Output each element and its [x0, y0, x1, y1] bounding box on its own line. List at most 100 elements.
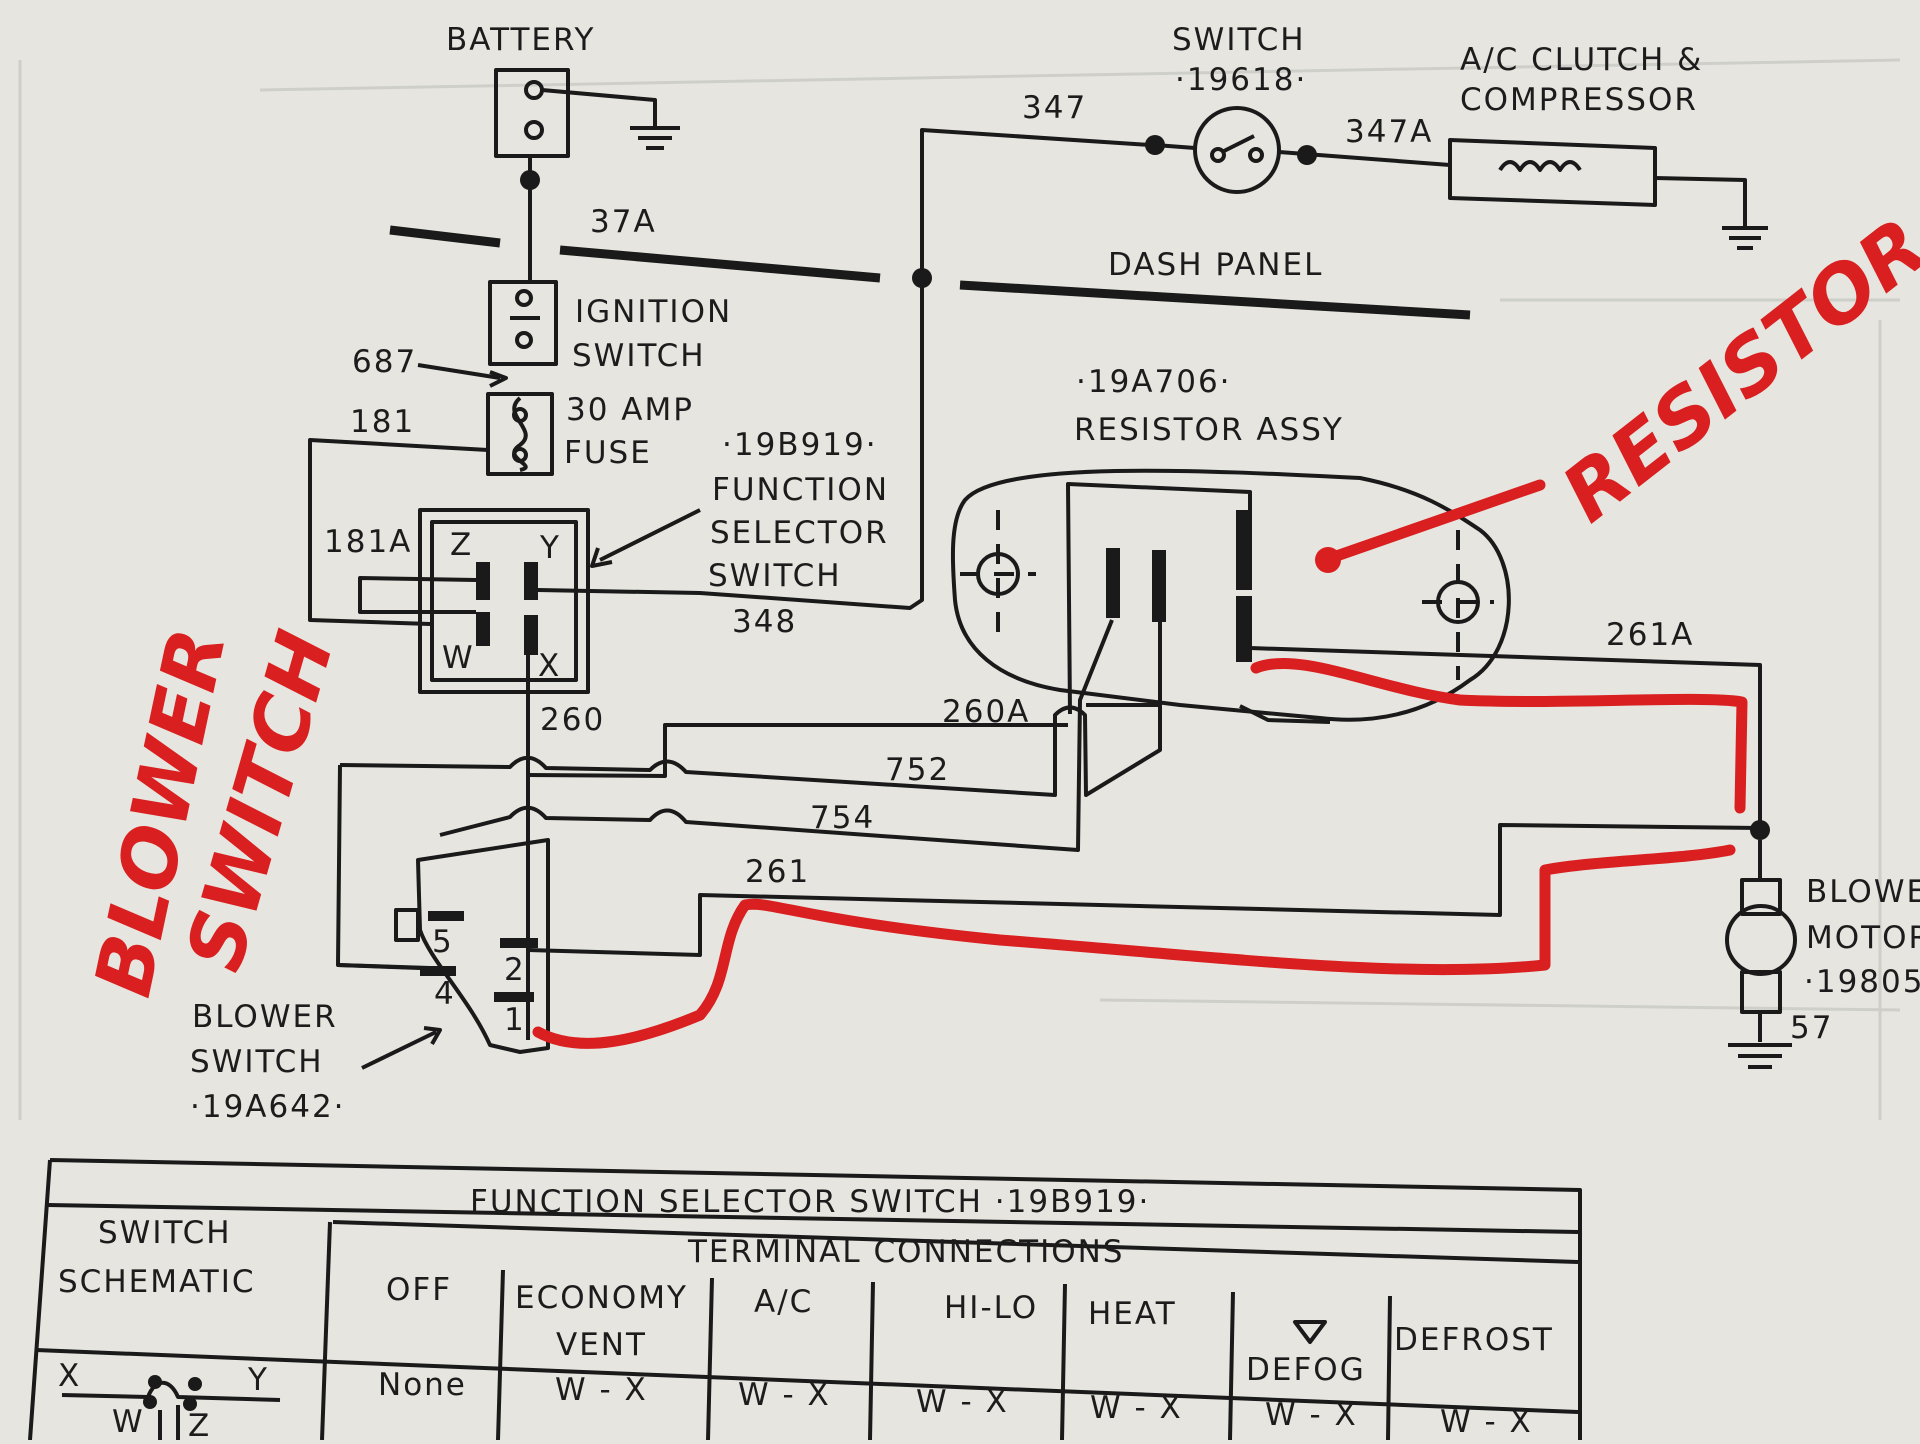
background-ghost-lines	[18, 58, 1901, 1120]
terminal-connections-header: TERMINAL CONNECTIONS	[687, 1234, 1124, 1270]
wire-348	[537, 278, 924, 610]
blower-motor-part: ·19805·	[1804, 964, 1920, 1000]
schematic-x: X	[58, 1358, 81, 1394]
wire-752-label: 752	[885, 752, 950, 788]
fuse-label-2: FUSE	[564, 435, 652, 471]
val-hilo: W - X	[916, 1384, 1009, 1420]
coil-icon	[1498, 160, 1582, 172]
wire-181	[308, 438, 489, 626]
val-defog: W - X	[1265, 1397, 1358, 1433]
blower-switch-part: ·19A642·	[190, 1089, 346, 1125]
wire-261-label: 261	[745, 854, 810, 890]
blower-motor-label-1: BLOWER	[1806, 874, 1920, 910]
defog-triangle-icon	[1293, 1320, 1327, 1344]
wire-181a-label: 181A	[324, 524, 412, 560]
terminal-1: 1	[504, 1002, 526, 1038]
resistor-assembly: ·19A706· RESISTOR ASSY	[950, 364, 1511, 722]
red-trace-261	[532, 844, 1736, 1049]
function-selector-table: FUNCTION SELECTOR SWITCH ·19B919· SWITCH…	[28, 1158, 1582, 1444]
schematic-y: Y	[247, 1362, 269, 1398]
fss-label-3: SWITCH	[708, 558, 842, 594]
wire-752	[339, 560, 1162, 797]
wire-347a-label: 347A	[1345, 114, 1433, 150]
ground-icon	[1728, 1043, 1792, 1069]
schematic-header-1: SWITCH	[98, 1215, 232, 1251]
blower-switch-label-2: SWITCH	[190, 1044, 324, 1080]
wire-261	[527, 823, 1761, 957]
fss-label-2: SELECTOR	[710, 515, 889, 551]
col-economy: ECONOMY	[515, 1280, 688, 1316]
schematic-w: W	[112, 1404, 145, 1440]
wire-260a	[527, 723, 1068, 778]
ac-clutch-label-1: A/C CLUTCH &	[1460, 42, 1703, 78]
val-heat: W - X	[1090, 1390, 1183, 1426]
ac-clutch-compressor: A/C CLUTCH & COMPRESSOR	[1448, 42, 1768, 250]
arrow-icon	[590, 547, 613, 568]
resistor-name-label: RESISTOR ASSY	[1074, 412, 1344, 448]
val-off: None	[378, 1367, 467, 1403]
blower-switch: 5 4 2 1 BLOWER SWITCH ·19A642·	[190, 838, 550, 1125]
fuse-label-1: 30 AMP	[566, 392, 694, 428]
terminal-2: 2	[504, 952, 526, 988]
annotation-resistor: RESISTOR	[1546, 202, 1920, 540]
schematic-header-2: SCHEMATIC	[58, 1264, 256, 1300]
dash-panel-bar-right	[959, 280, 1471, 320]
fss-label-1: FUNCTION	[712, 472, 889, 508]
val-economy-vent: W - X	[555, 1372, 648, 1408]
resistor-part-label: ·19A706·	[1076, 364, 1232, 400]
terminal-4: 4	[434, 976, 456, 1012]
wire-687-label: 687	[352, 344, 417, 380]
terminal-z: Z	[450, 527, 473, 563]
col-off: OFF	[386, 1272, 452, 1308]
dash-panel-bar-mid	[559, 245, 881, 283]
battery: BATTERY	[446, 22, 680, 158]
ac-clutch-label-2: COMPRESSOR	[1460, 82, 1698, 118]
wire-347-label: 347	[1022, 90, 1087, 126]
schematic-z: Z	[188, 1408, 211, 1440]
wire-261a-label: 261A	[1606, 617, 1694, 653]
val-defrost: W - X	[1440, 1404, 1533, 1440]
ignition-label-2: SWITCH	[572, 338, 706, 374]
arrow-icon	[489, 370, 508, 388]
ignition-label-1: IGNITION	[575, 294, 732, 330]
col-vent: VENT	[556, 1327, 647, 1363]
dash-panel-bar-left	[389, 225, 501, 248]
wire-754	[439, 619, 1114, 852]
wire-57-label: 57	[1790, 1010, 1833, 1046]
terminal-w: W	[442, 640, 475, 676]
motor-icon	[1725, 904, 1797, 976]
wire-261a	[1249, 646, 1762, 830]
terminal-y: Y	[539, 530, 561, 566]
col-hilo: HI-LO	[944, 1290, 1038, 1326]
wire-754-label: 754	[810, 800, 875, 836]
battery-label: BATTERY	[446, 22, 595, 58]
ignition-switch: IGNITION SWITCH	[488, 280, 732, 374]
ground-icon	[630, 126, 680, 150]
terminal-x: X	[538, 648, 561, 684]
val-ac: W - X	[738, 1377, 831, 1413]
blower-motor: BLOWER MOTOR ·19805·	[1725, 840, 1920, 1069]
red-pointer-line	[1319, 479, 1546, 566]
col-heat: HEAT	[1088, 1296, 1177, 1332]
table-title: FUNCTION SELECTOR SWITCH ·19B919·	[470, 1184, 1150, 1220]
wire-260a-label: 260A	[942, 694, 1030, 730]
function-selector-switch: Z Y W X	[358, 508, 590, 694]
red-trace-261a	[1250, 657, 1748, 814]
blower-motor-label-2: MOTOR	[1806, 920, 1920, 956]
ground-icon	[1722, 226, 1768, 250]
col-ac: A/C	[754, 1284, 813, 1320]
fss-part-label: ·19B919·	[722, 427, 878, 463]
wire-181-label: 181	[350, 404, 415, 440]
wire-348-label: 348	[732, 604, 797, 640]
dash-panel-label: DASH PANEL	[1108, 247, 1323, 283]
wire-347	[920, 128, 1151, 270]
col-defrost: DEFROST	[1394, 1322, 1554, 1358]
cutoff-switch-part: ·19618·	[1175, 62, 1307, 98]
blower-switch-label-1: BLOWER	[192, 999, 338, 1035]
cutoff-switch-label: SWITCH	[1172, 22, 1306, 58]
wire-260-label: 260	[540, 702, 605, 738]
arrow-icon	[423, 1026, 442, 1045]
terminal-5: 5	[432, 924, 454, 960]
